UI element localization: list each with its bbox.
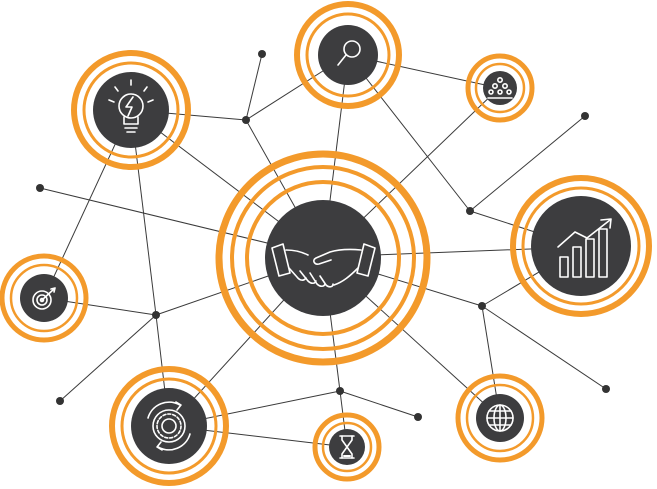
junction-dot [478,302,486,310]
connector [481,305,607,390]
connector [339,390,419,418]
node-handshake [215,150,431,366]
node-growth [510,175,652,317]
junction-dot [152,311,160,319]
junction-dot [602,385,610,393]
magnifier-icon [337,40,361,66]
junction-dot [242,116,250,124]
globe-icon [486,404,514,432]
node-process [109,366,229,486]
node-search [294,1,402,109]
bar-chart-growth-icon [557,218,612,278]
junction-dot [56,397,64,405]
junction-dot [581,112,589,120]
node-team [465,53,535,123]
connector [469,115,586,212]
node-idea [71,50,191,170]
junction-dot [414,413,422,421]
junction-dots [36,50,610,421]
junction-dot [258,50,266,58]
junction-dot [36,184,44,192]
gear-cycle-icon [147,401,191,451]
node-global [455,373,545,463]
handshake-icon [271,243,376,288]
connector [59,314,157,402]
connector [245,53,263,121]
team-icon [487,77,513,99]
junction-dot [466,207,474,215]
target-icon [32,287,56,310]
node-target [0,253,89,343]
hourglass-icon [339,435,355,459]
node-time [312,412,382,482]
connector [347,54,471,212]
lightbulb-icon [108,79,154,133]
junction-dot [336,387,344,395]
